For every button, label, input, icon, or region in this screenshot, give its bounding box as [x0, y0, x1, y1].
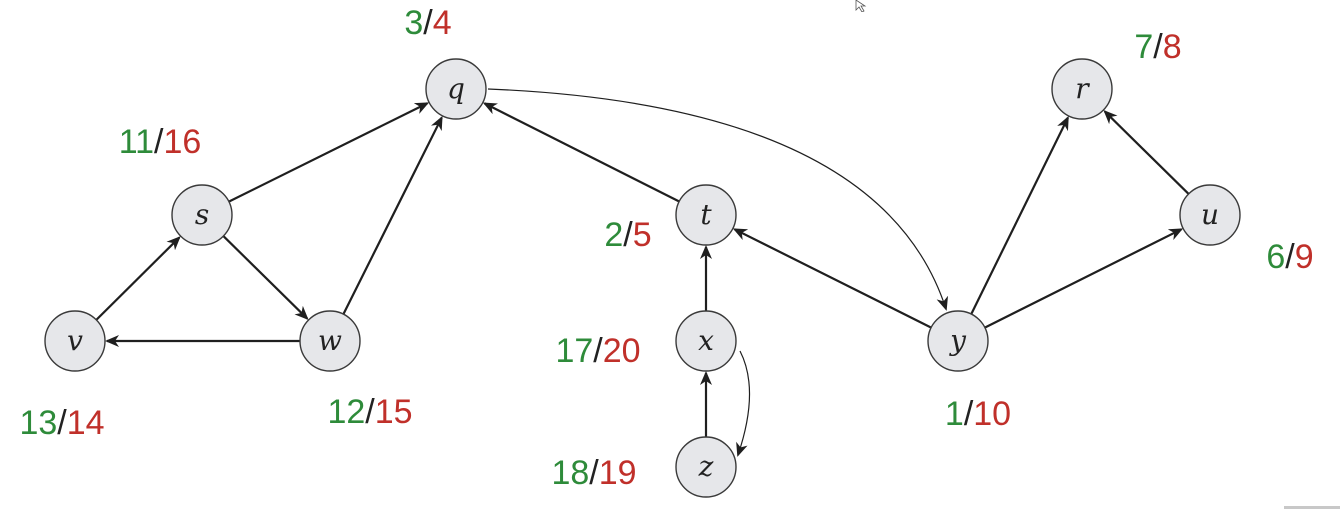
finish-time-w: 15 [375, 393, 413, 431]
node-circle-u [1179, 184, 1241, 246]
time-separator-q: / [423, 4, 433, 42]
node-y: y [927, 310, 989, 372]
node-r: r [1051, 58, 1113, 120]
time-label-w: 12/15 [327, 393, 412, 431]
node-circle-x [675, 310, 737, 372]
node-label-r: r [1075, 72, 1090, 105]
time-separator-u: / [1285, 238, 1295, 276]
time-separator-w: / [365, 393, 375, 431]
node-s: s [171, 184, 233, 246]
discover-time-y: 1 [945, 395, 964, 433]
finish-time-q: 4 [433, 4, 452, 42]
time-separator-t: / [623, 216, 633, 254]
edge-y-t [732, 228, 932, 329]
edge-s-q [228, 102, 430, 203]
node-w: w [299, 310, 361, 372]
edge-v-s [95, 236, 181, 321]
node-circle-z [675, 436, 737, 498]
edge-q-y [487, 88, 949, 311]
finish-time-s: 16 [163, 123, 201, 161]
node-label-s: s [195, 198, 209, 231]
edge-y-u [984, 228, 1184, 329]
edge-t-q [482, 102, 680, 203]
edge-y-r [970, 115, 1069, 315]
discover-time-u: 6 [1266, 238, 1285, 276]
node-label-z: z [698, 450, 714, 483]
time-label-s: 11/16 [119, 123, 202, 161]
node-z: z [675, 436, 737, 498]
node-label-u: u [1201, 198, 1219, 231]
discover-time-t: 2 [604, 216, 623, 254]
finish-time-x: 20 [603, 332, 641, 370]
time-label-r: 7/8 [1134, 28, 1181, 66]
finish-time-z: 19 [599, 454, 637, 492]
finish-time-y: 10 [973, 395, 1011, 433]
node-label-w: w [318, 324, 342, 357]
edge-u-r [1103, 110, 1190, 195]
node-u: u [1179, 184, 1241, 246]
finish-time-u: 9 [1295, 238, 1314, 276]
nodes: q r s t u v w x y z [44, 58, 1241, 498]
scroll-indicator [1284, 506, 1340, 509]
discover-time-w: 12 [327, 393, 365, 431]
edge-w-q [342, 115, 443, 315]
node-label-t: t [700, 198, 712, 231]
node-circle-q [425, 58, 487, 120]
mouse-cursor-icon [855, 0, 867, 12]
node-circle-s [171, 184, 233, 246]
node-circle-w [299, 310, 361, 372]
edges [95, 88, 1190, 457]
time-label-u: 6/9 [1266, 238, 1313, 276]
finish-time-r: 8 [1163, 28, 1182, 66]
finish-time-t: 5 [633, 216, 652, 254]
node-circle-v [44, 310, 106, 372]
edge-s-w [222, 235, 309, 320]
discover-time-x: 17 [555, 332, 593, 370]
node-v: v [44, 310, 106, 372]
node-label-x: x [698, 324, 714, 357]
time-label-t: 2/5 [604, 216, 651, 254]
node-circle-r [1051, 58, 1113, 120]
node-label-y: y [948, 324, 967, 357]
discover-time-s: 11 [119, 123, 154, 161]
time-separator-x: / [593, 332, 603, 370]
node-t: t [675, 184, 737, 246]
time-label-v: 13/14 [19, 404, 104, 442]
node-x: x [675, 310, 737, 372]
node-q: q [425, 58, 487, 120]
time-label-z: 18/19 [551, 454, 636, 492]
node-circle-y [927, 310, 989, 372]
node-circle-t [675, 184, 737, 246]
discover-time-r: 7 [1134, 28, 1153, 66]
time-label-x: 17/20 [555, 332, 640, 370]
time-label-q: 3/4 [404, 4, 451, 42]
time-label-y: 1/10 [945, 395, 1011, 433]
time-separator-y: / [964, 395, 974, 433]
time-separator-z: / [589, 454, 599, 492]
discover-time-v: 13 [19, 404, 57, 442]
discover-time-q: 3 [404, 4, 423, 42]
discover-time-z: 18 [551, 454, 589, 492]
time-separator-s: / [154, 123, 164, 161]
edge-x-z [736, 350, 751, 457]
time-separator-v: / [57, 404, 67, 442]
time-separator-r: / [1153, 28, 1163, 66]
node-label-q: q [447, 72, 465, 105]
finish-time-v: 14 [67, 404, 105, 442]
node-label-v: v [67, 324, 83, 357]
